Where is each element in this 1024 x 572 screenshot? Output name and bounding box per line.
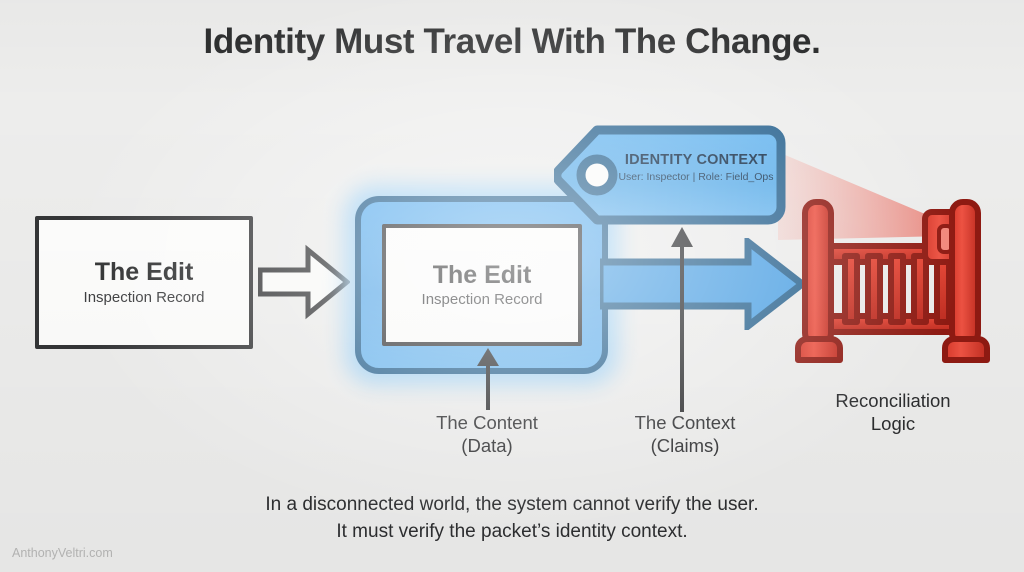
identity-tag	[554, 125, 786, 225]
pointer-arrow-up-icon-content	[477, 348, 499, 410]
label-reconciliation-logic: Reconciliation Logic	[793, 390, 993, 435]
left-edit-box-title: The Edit	[94, 258, 194, 287]
packet-inner-edit-box: The Edit Inspection Record	[382, 224, 582, 346]
label-the-content-line1: The Content	[436, 412, 538, 433]
packet-inner-subtitle: Inspection Record	[421, 291, 543, 309]
left-edit-box: The Edit Inspection Record	[35, 216, 253, 349]
watermark: AnthonyVeltri.com	[12, 546, 113, 560]
label-the-content-line2: (Data)	[461, 434, 513, 456]
pointer-arrow-up-icon-context	[671, 227, 693, 412]
caption-line-1: In a disconnected world, the system cann…	[265, 494, 759, 515]
label-reconciliation-line1: Reconciliation	[835, 390, 951, 411]
tag-hole-icon	[576, 154, 618, 196]
label-the-context-line1: The Context	[634, 412, 736, 433]
packet-inner-title: The Edit	[432, 260, 532, 289]
label-reconciliation-line2: Logic	[870, 412, 916, 434]
label-the-content: The Content (Data)	[387, 412, 587, 457]
label-the-context-line2: (Claims)	[650, 434, 720, 456]
caption-line-2: It must verify the packet’s identity con…	[336, 520, 688, 542]
gate-scanner-icon	[795, 199, 990, 363]
left-edit-box-subtitle: Inspection Record	[83, 288, 205, 306]
arrow-right-outline-icon	[258, 244, 350, 320]
arrow-right-filled-icon	[600, 238, 806, 330]
label-the-context: The Context (Claims)	[585, 412, 785, 457]
caption: In a disconnected world, the system cann…	[0, 492, 1024, 546]
page-title: Identity Must Travel With The Change.	[203, 22, 821, 61]
